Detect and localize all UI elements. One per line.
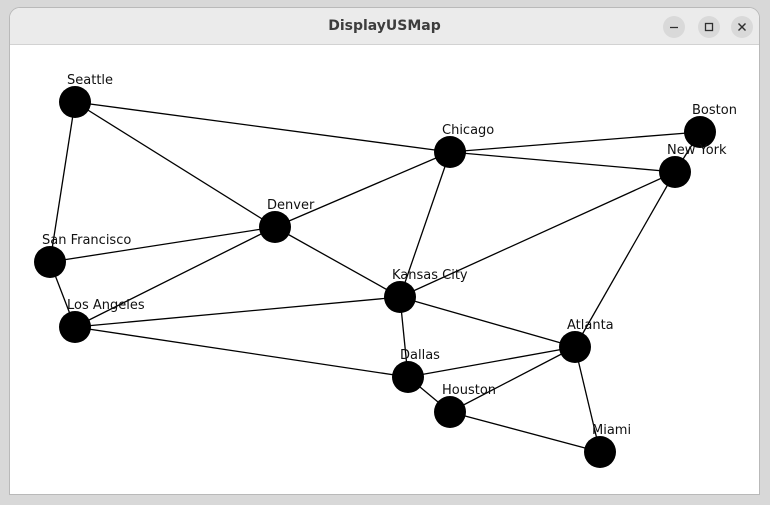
vertex-miami	[584, 436, 616, 468]
edge-denver-chicago	[274, 151, 451, 228]
edge-seattle-chicago	[74, 101, 451, 153]
edge-new-york-kansas-city	[399, 171, 676, 298]
edge-los-angeles-kansas-city	[74, 296, 401, 328]
label-seattle: Seattle	[67, 73, 113, 88]
vertex-los-angeles	[59, 311, 91, 343]
close-button[interactable]	[731, 16, 753, 38]
vertex-dallas	[392, 361, 424, 393]
maximize-button[interactable]	[698, 16, 720, 38]
label-miami: Miami	[592, 423, 631, 438]
vertex-san-francisco	[34, 246, 66, 278]
edge-los-angeles-dallas	[74, 326, 409, 378]
vertex-denver	[259, 211, 291, 243]
edge-atlanta-houston	[449, 346, 576, 413]
edge-new-york-atlanta	[574, 171, 676, 348]
vertex-seattle	[59, 86, 91, 118]
edge-san-francisco-denver	[49, 226, 276, 263]
vertex-houston	[434, 396, 466, 428]
label-boston: Boston	[692, 103, 737, 118]
edge-houston-miami	[449, 411, 601, 453]
label-atlanta: Atlanta	[567, 318, 614, 333]
edge-chicago-boston	[449, 131, 701, 153]
title-bar[interactable]: DisplayUSMap	[10, 8, 759, 45]
window-title: DisplayUSMap	[328, 18, 441, 34]
label-new-york: New York	[667, 143, 727, 158]
label-dallas: Dallas	[400, 348, 440, 363]
label-chicago: Chicago	[442, 123, 494, 138]
edge-atlanta-miami	[574, 346, 601, 453]
label-los-angeles: Los Angeles	[67, 298, 145, 313]
vertex-chicago	[434, 136, 466, 168]
edge-denver-kansas-city	[274, 226, 401, 298]
minimize-icon	[670, 26, 678, 29]
close-icon	[738, 23, 746, 31]
edges-layer	[49, 101, 701, 453]
edge-los-angeles-denver	[74, 226, 276, 328]
minimize-button[interactable]	[663, 16, 685, 38]
edge-seattle-san-francisco	[49, 101, 76, 263]
vertex-atlanta	[559, 331, 591, 363]
vertices-layer	[34, 86, 716, 468]
vertex-boston	[684, 116, 716, 148]
label-houston: Houston	[442, 383, 496, 398]
edge-kansas-city-atlanta	[399, 296, 576, 348]
edge-seattle-denver	[74, 101, 276, 228]
label-san-francisco: San Francisco	[42, 233, 131, 248]
label-kansas-city: Kansas City	[392, 268, 468, 283]
edge-chicago-kansas-city	[399, 151, 451, 298]
maximize-icon	[704, 22, 714, 32]
edge-chicago-new-york	[449, 151, 676, 173]
vertex-new-york	[659, 156, 691, 188]
edge-atlanta-dallas	[407, 346, 576, 378]
label-denver: Denver	[267, 198, 315, 213]
vertex-kansas-city	[384, 281, 416, 313]
